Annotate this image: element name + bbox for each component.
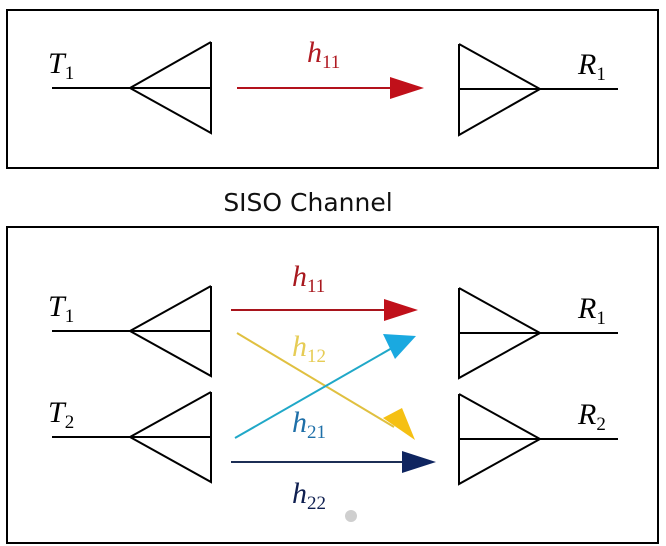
mimo-rx1-label: R1 xyxy=(577,292,606,329)
arrow-h22 xyxy=(231,451,436,473)
label-h22: h22 xyxy=(292,477,326,514)
siso-rx-label: R1 xyxy=(577,48,606,85)
siso-tx-antenna xyxy=(52,41,212,135)
siso-tx-label: T1 xyxy=(48,47,74,84)
arrow-h12 xyxy=(236,332,415,440)
siso-channel-arrow xyxy=(237,77,424,99)
mimo-tx1-antenna xyxy=(52,285,212,378)
mimo-panel: T1 T2 h11 h12 h21 h22 xyxy=(6,226,659,544)
mimo-tx2-label: T2 xyxy=(48,396,74,433)
siso-frame xyxy=(6,9,659,169)
arrow-h21 xyxy=(234,334,416,439)
siso-panel: T1 h11 R1 xyxy=(6,9,659,169)
watermark-dot xyxy=(345,510,357,522)
arrow-h11 xyxy=(231,299,418,321)
siso-caption: SISO Channel xyxy=(223,188,392,217)
mimo-tx1-label: T1 xyxy=(48,290,74,327)
siso-rx-antenna xyxy=(458,43,618,137)
label-h12: h12 xyxy=(292,330,326,367)
mimo-rx1-antenna xyxy=(458,287,618,380)
label-h11: h11 xyxy=(292,260,325,297)
mimo-rx2-antenna xyxy=(458,393,618,486)
siso-channel-label: h11 xyxy=(307,36,340,73)
mimo-rx2-label: R2 xyxy=(577,398,606,435)
siso-arrowhead xyxy=(390,77,424,99)
mimo-frame xyxy=(6,226,659,544)
mimo-tx2-antenna xyxy=(52,391,212,484)
label-h21: h21 xyxy=(292,406,326,443)
